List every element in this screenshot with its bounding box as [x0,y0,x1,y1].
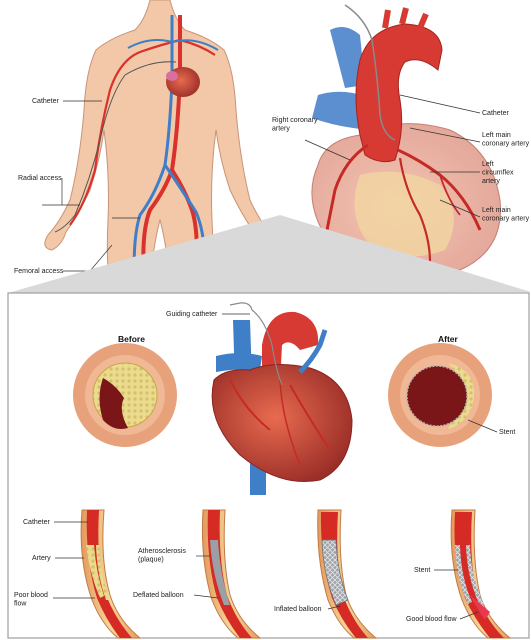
label-artery: Artery [32,555,51,562]
label-catheter-bottom: Catheter [23,519,51,526]
label-inflated-balloon: Inflated balloon [274,606,322,613]
label-good-blood-flow: Good blood flow [406,616,458,623]
before-cross-section [73,343,177,447]
before-title: Before [118,334,145,344]
label-guiding-catheter: Guiding catheter [166,311,218,318]
after-cross-section [388,343,492,447]
label-femoral-access: Femoral access [14,268,64,275]
label-catheter-heart: Catheter [482,110,510,117]
label-stent-after: Stent [499,429,515,436]
label-radial-access: Radial access [18,175,62,182]
label-deflated-balloon: Deflated balloon [133,592,184,599]
label-stent-bottom: Stent [414,567,430,574]
label-catheter-body: Catheter [32,98,60,105]
after-title: After [438,334,459,344]
